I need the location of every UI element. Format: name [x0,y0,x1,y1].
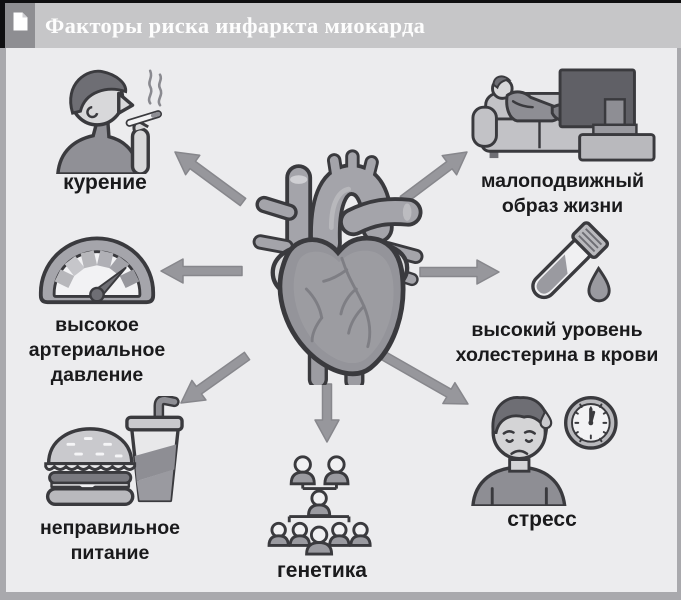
cigarette [125,110,162,127]
factor-diet: неправильное питание [15,396,205,566]
family-members [267,455,372,556]
blood-drop [587,265,611,303]
blood-test-tube-icon [531,221,611,303]
smoking-man-icon [56,69,163,174]
factor-pressure-label: высокое артериальное давление [28,314,166,386]
heart-illustration [243,145,435,385]
coronary-arteries [304,256,372,349]
clock [563,396,618,450]
factor-cholesterol-label: высокий уровень холестерина в крови [455,319,659,366]
fastfood-icon [44,396,184,506]
factor-genetics-label: генетика [277,559,367,582]
page-title: Факторы риска инфаркта миокарда [45,12,426,38]
gauge-segments [54,250,140,289]
document-icon [13,12,27,31]
factor-diet-label: неправильное питание [39,517,181,564]
tv-cabinet [577,133,656,162]
factor-stress-label: стресс [507,508,577,531]
sweat-drop [539,409,552,430]
factor-cholesterol: высокий уровень холестерина в крови [438,220,676,368]
factor-smoking: курение [30,62,180,197]
document-badge [5,3,35,48]
title-bar: Факторы риска инфаркта миокарда [5,3,681,48]
drink-cup [125,396,184,503]
factor-sedentary: малоподвижный образ жизни [455,64,670,219]
burger [44,427,137,506]
factor-pressure: высокое артериальное давление [8,226,186,388]
couch-tv-icon [470,68,656,162]
factor-smoking-label: курение [63,171,147,194]
factor-stress: стресс [462,390,622,534]
pulmonary-artery [339,197,423,237]
hair [491,396,548,436]
pressure-gauge-icon [38,236,156,305]
family-tree-icon [267,455,372,556]
stressed-person [470,396,566,506]
anatomical-heart-icon [252,149,424,385]
factor-sedentary-label: малоподвижный образ жизни [480,170,645,217]
hair [69,69,128,115]
stressed-person-clock-icon [470,396,618,506]
smoke [147,69,163,107]
tube-blood [536,254,568,294]
tv [558,68,656,162]
factor-genetics: генетика [242,452,402,585]
